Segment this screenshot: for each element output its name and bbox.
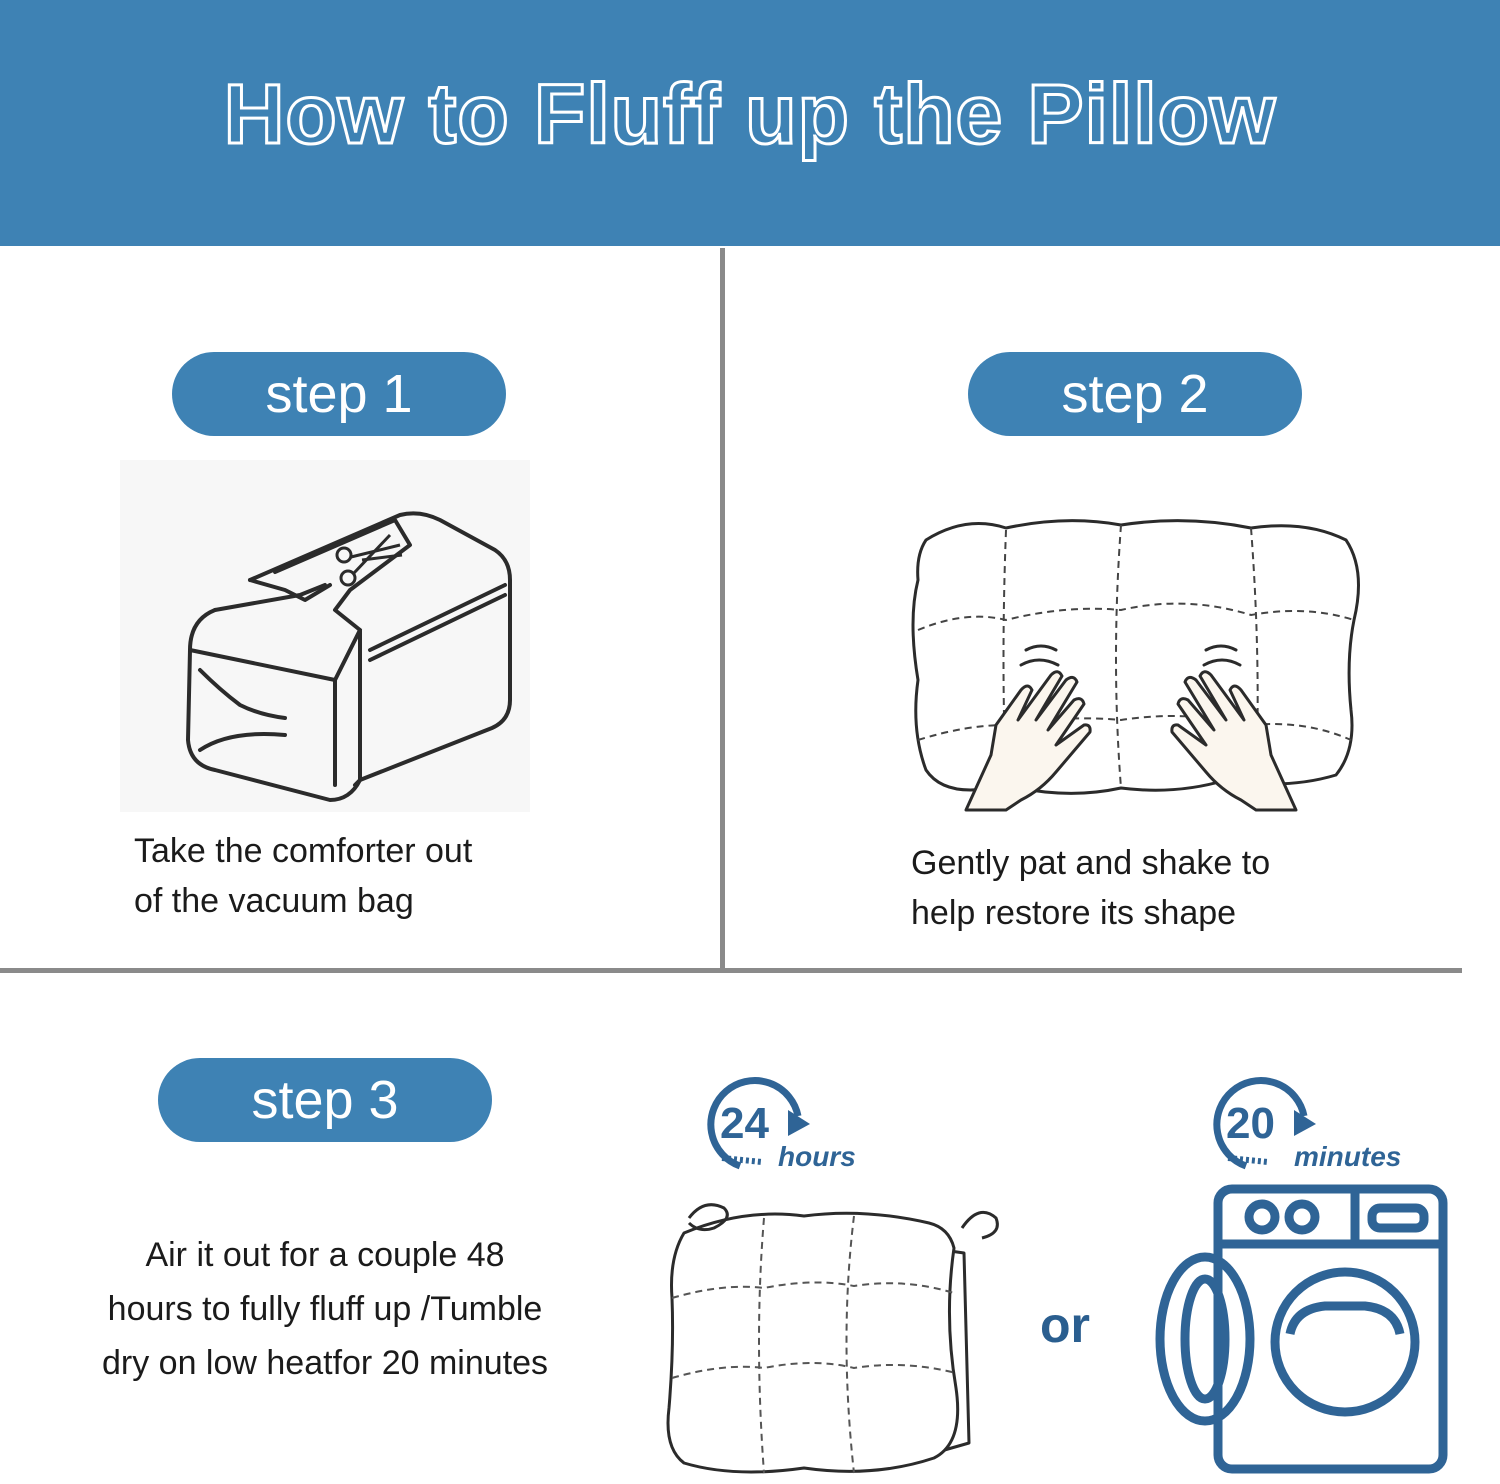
timer-arrow-icon: 24 hours [707, 1077, 856, 1172]
horizontal-divider [0, 968, 1462, 973]
step-1-desc-line-1: Take the comforter out [134, 832, 473, 870]
header-banner: How to Fluff up the Pillow [0, 0, 1500, 246]
step-2-desc-line-1: Gently pat and shake to [911, 844, 1271, 882]
step-2-description: Gently pat and shake to help restore its… [911, 838, 1270, 938]
step-2-badge: step 2 [968, 352, 1302, 436]
vertical-divider [720, 248, 725, 970]
step-3-desc-line-1: Air it out for a couple 48 [145, 1236, 505, 1274]
step-2-desc-line-2: help restore its shape [911, 894, 1237, 932]
step-3-desc-line-2: hours to fully fluff up /Tumble [107, 1290, 543, 1328]
hands-patting-comforter-icon [911, 519, 1360, 812]
or-label: or [1040, 1297, 1090, 1353]
step-1-badge: step 1 [172, 352, 506, 436]
minutes-unit: minutes [1294, 1141, 1401, 1172]
step-1-description: Take the comforter out of the vacuum bag [134, 826, 472, 926]
comforter-airing-icon [666, 1203, 999, 1474]
hours-unit: hours [778, 1141, 856, 1172]
step-3-badge: step 3 [158, 1058, 492, 1142]
step-1-desc-line-2: of the vacuum bag [134, 882, 414, 920]
vacuum-bag-scissors-icon [120, 460, 530, 812]
step-3-desc-line-3: dry on low heatfor 20 minutes [101, 1344, 549, 1382]
hours-number: 24 [720, 1099, 769, 1148]
page-title: How to Fluff up the Pillow [222, 66, 1277, 163]
washing-machine-icon [1155, 1184, 1448, 1474]
step-3-description: Air it out for a couple 48 hours to full… [0, 1228, 650, 1390]
timer-arrow-icon-minutes: 20 minutes [1213, 1077, 1401, 1172]
minutes-number: 20 [1226, 1099, 1275, 1148]
